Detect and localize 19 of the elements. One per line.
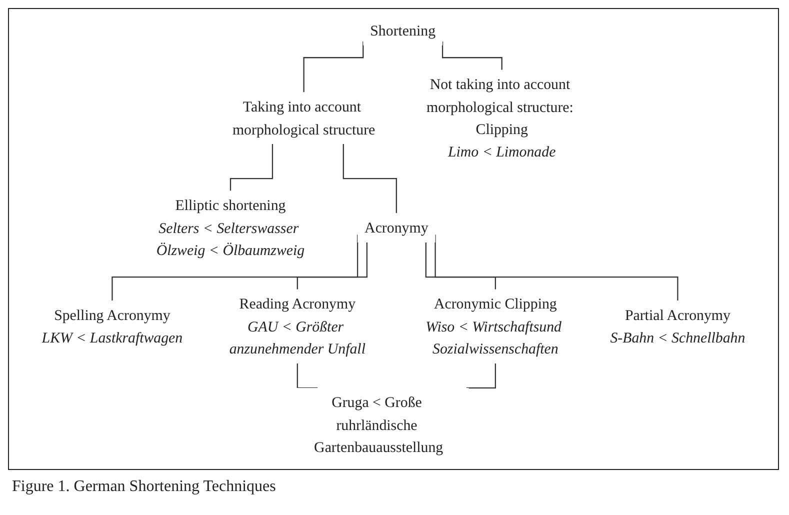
connector <box>425 242 496 290</box>
node-text: Shortening <box>370 22 436 39</box>
figure-frame: Shortening Taking into account morphological structure Not taking into account morphological structure: Clipping Limo < Limonade Elliptic shortening Selters < Selterswasser Ölzweig < Ölbaumzweig Acronymy Spelling Acronymy LKW < Lastkraftwagen Reading Acronymy GAU < Größter anzunehmender Unfall Acronymic Clipping Wiso < Wirtschaftsund Sozialwissenschaften Partial Acronymy S-Bahn < Schnellbahn Gruga < Große ruhrländische Gartenbauausstellung <box>8 8 779 470</box>
node-text: Taking into account morphological structure <box>232 98 376 138</box>
connector <box>303 41 364 93</box>
node-text: Gruga < Große ruhrländische Gartenbauausstellung <box>314 394 444 456</box>
node-text: Partial Acronymy S-Bahn < Schnellbahn <box>610 306 746 346</box>
connector <box>296 363 318 389</box>
node-text: Reading Acronymy GAU < Größter anzunehmender Unfall <box>229 296 366 357</box>
connector <box>466 363 496 389</box>
figure-caption: Figure 1. German Shortening Techniques <box>12 478 276 496</box>
connector <box>230 144 274 192</box>
node-text: Spelling Acronymy LKW < Lastkraftwagen <box>42 306 183 346</box>
connector <box>112 234 358 302</box>
connector <box>296 242 368 290</box>
node-text: Acronymic Clipping Wiso < Wirtschaftsund Sozialwissenschaften <box>426 296 562 357</box>
connector <box>342 144 397 214</box>
node-text: Not taking into account morphological structure: Clipping Limo < Limonade <box>426 76 574 160</box>
node-text: Elliptic shortening Selters < Selterswasser Ölzweig < Ölbaumzweig <box>156 196 305 258</box>
